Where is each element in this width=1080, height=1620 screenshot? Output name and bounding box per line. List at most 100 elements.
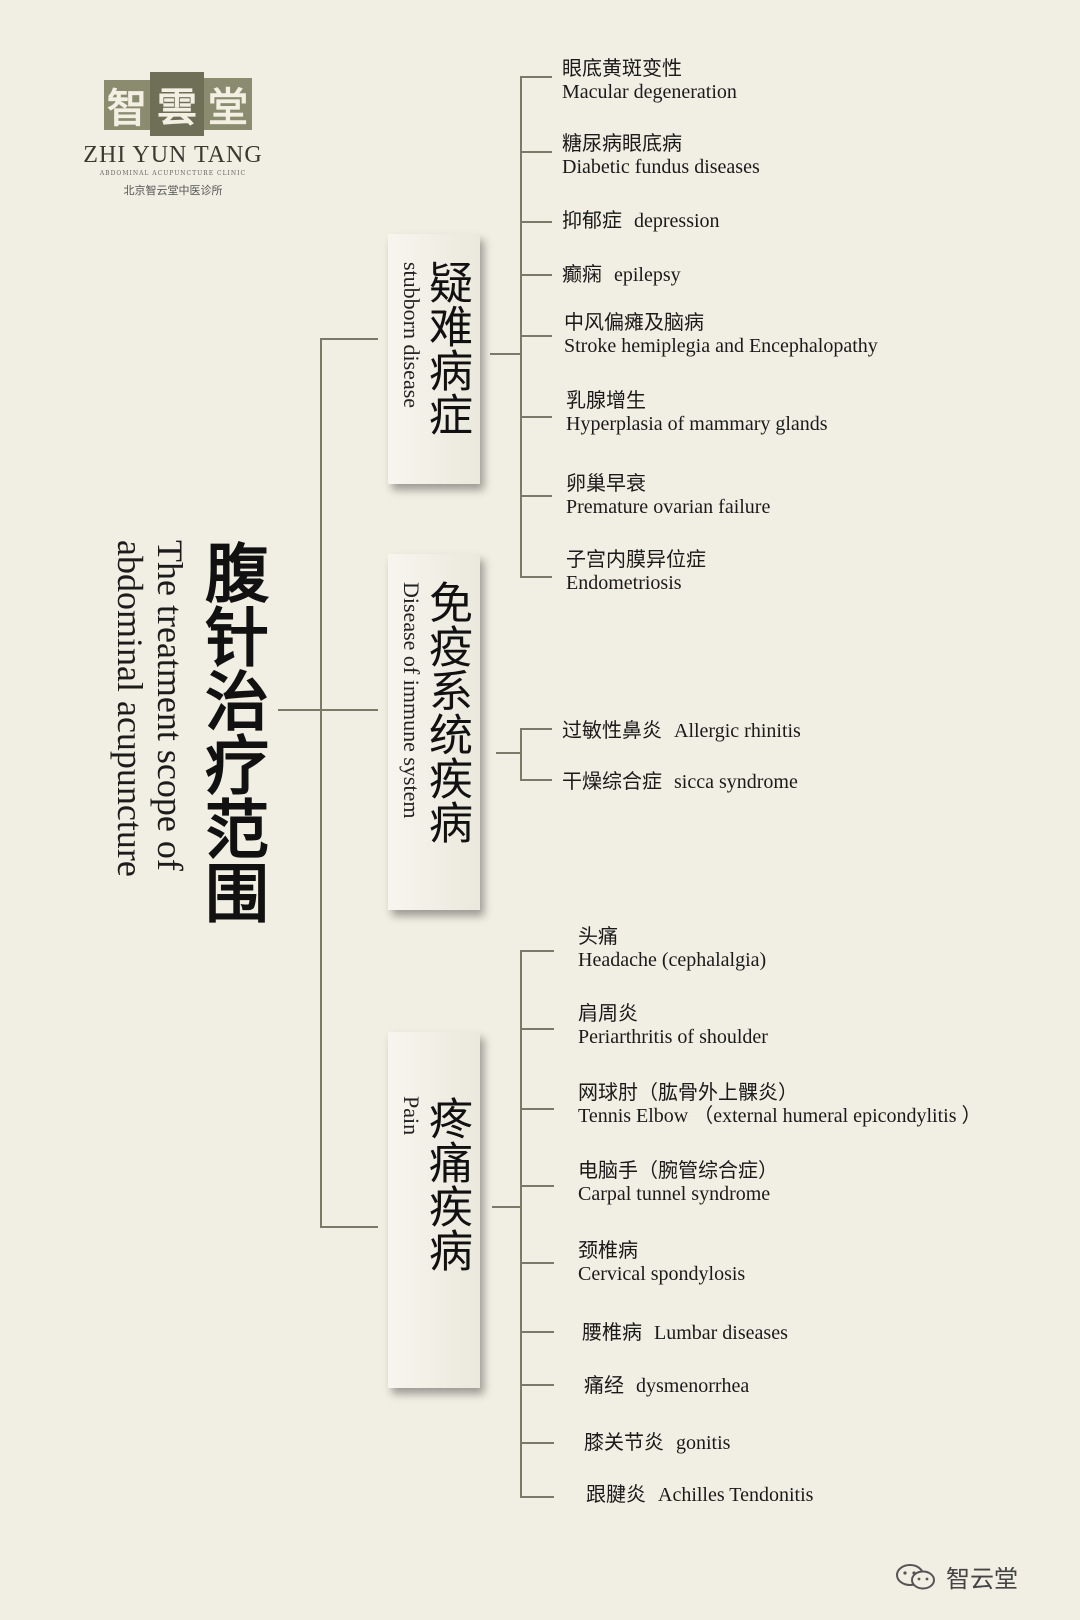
bracket-tick [520,576,552,578]
disease-en: Macular degeneration [562,81,737,103]
disease-cn: 中风偏瘫及脑病 [564,310,704,334]
disease-cn: 肩周炎 [578,1001,638,1025]
trunk-horizontal [278,709,320,711]
category-en: Pain [399,1096,424,1136]
bracket-stub-pain [492,1206,520,1208]
bracket-tick [520,1108,554,1110]
bracket-tick [520,76,552,78]
bracket-tick [520,1185,554,1187]
logo-char-3: 堂 [204,78,252,131]
bracket-tick [520,1384,554,1386]
disease-item: 电脑手（腕管综合症） Carpal tunnel syndrome [578,1158,778,1206]
disease-en: epilepsy [614,264,681,286]
disease-item: 干燥综合症 sicca syndrome [562,769,798,794]
category-card-pain: 疼痛疾病 Pain [388,1032,480,1388]
disease-cn: 抑郁症 [562,208,622,232]
disease-cn: 过敏性鼻炎 [562,718,662,742]
disease-item: 糖尿病眼底病 Diabetic fundus diseases [562,131,760,179]
logo-char-2: 雲 [150,72,204,136]
disease-en: gonitis [676,1432,731,1454]
bracket-tick [520,779,552,781]
bracket-tick [520,221,552,223]
disease-en: Diabetic fundus diseases [562,156,760,178]
bracket-vertical-immune [520,728,522,780]
disease-en: Periarthritis of shoulder [578,1026,768,1048]
trunk-to-pain [320,1226,378,1228]
logo-cn-name: 北京智云堂中医诊所 [123,184,223,197]
disease-cn: 头痛 [578,924,618,948]
disease-item: 网球肘（肱骨外上髁炎） Tennis Elbow （external humer… [578,1080,982,1128]
disease-item: 头痛 Headache (cephalalgia) [578,924,766,972]
disease-en: depression [634,210,720,232]
disease-en: Tennis Elbow （external humeral epicondyl… [578,1105,982,1127]
bracket-stub-stubborn [490,353,520,355]
bracket-tick [520,728,552,730]
bracket-tick [520,1262,554,1264]
main-title-en-line1: The treatment scope of [150,540,190,871]
trunk-vertical [320,338,322,1228]
bracket-tick [520,1331,554,1333]
disease-item: 子宫内膜异位症 Endometriosis [566,547,706,595]
bracket-tick [520,1496,554,1498]
category-cn: 疼痛疾病 [421,1096,472,1272]
trunk-to-stubborn [320,338,378,340]
category-cn: 免疫系统疾病 [421,580,472,844]
disease-cn: 卵巢早衰 [566,471,646,495]
disease-cn: 癫痫 [562,262,602,286]
category-cn: 疑难病症 [421,260,472,436]
disease-item: 肩周炎 Periarthritis of shoulder [578,1001,768,1049]
disease-en: Premature ovarian failure [566,496,771,518]
disease-cn: 电脑手（腕管综合症） [578,1158,778,1182]
main-title-cn: 腹针治疗范围 [194,540,269,924]
category-card-immune: 免疫系统疾病 Disease of immune system [388,554,480,910]
clinic-logo: 智 雲 堂 ZHI YUN TANG ABDOMINAL ACUPUNCTURE… [74,72,274,212]
wechat-icon [896,1563,935,1589]
disease-item: 中风偏瘫及脑病 Stroke hemiplegia and Encephalop… [564,310,878,358]
disease-cn: 眼底黄斑变性 [562,56,682,80]
disease-en: Achilles Tendonitis [658,1484,814,1506]
wechat-watermark: 智云堂 [894,1559,1018,1594]
bracket-tick [520,151,552,153]
bracket-tick [520,950,554,952]
disease-en: dysmenorrhea [636,1375,750,1397]
disease-cn: 乳腺增生 [566,388,646,412]
disease-cn: 网球肘（肱骨外上髁炎） [578,1080,798,1104]
disease-en: Endometriosis [566,572,682,594]
disease-en: Lumbar diseases [654,1322,788,1344]
disease-en: Hyperplasia of mammary glands [566,413,828,435]
disease-en: Carpal tunnel syndrome [578,1183,771,1205]
logo-char-1: 智 [104,80,150,132]
disease-item: 跟腱炎 Achilles Tendonitis [586,1482,813,1507]
disease-en: Cervical spondylosis [578,1263,746,1285]
disease-cn: 干燥综合症 [562,769,662,793]
category-en: Disease of immune system [399,582,424,819]
footer-label: 智云堂 [946,1565,1018,1593]
bracket-vertical-pain [520,950,522,1498]
disease-item: 眼底黄斑变性 Macular degeneration [562,56,737,104]
disease-en: Allergic rhinitis [674,720,801,742]
disease-cn: 子宫内膜异位症 [566,547,706,571]
disease-cn: 腰椎病 [582,1320,642,1344]
bracket-tick [520,1442,554,1444]
bracket-tick [520,335,552,337]
bracket-stub-immune [496,752,520,754]
bracket-tick [520,416,552,418]
bracket-tick [520,495,552,497]
disease-en: Stroke hemiplegia and Encephalopathy [564,335,878,357]
bracket-tick [520,1028,554,1030]
disease-cn: 糖尿病眼底病 [562,131,682,155]
disease-item: 卵巢早衰 Premature ovarian failure [566,471,770,519]
disease-en: sicca syndrome [674,771,798,793]
trunk-to-immune [320,709,378,711]
disease-item: 颈椎病 Cervical spondylosis [578,1238,745,1286]
disease-cn: 跟腱炎 [586,1482,646,1506]
disease-item: 抑郁症 depression [562,208,720,233]
bracket-tick [520,274,552,276]
disease-item: 腰椎病 Lumbar diseases [582,1320,788,1345]
category-card-stubborn: 疑难病症 stubborn disease [388,234,480,484]
disease-cn: 颈椎病 [578,1238,638,1262]
disease-item: 癫痫 epilepsy [562,262,681,287]
disease-item: 过敏性鼻炎 Allergic rhinitis [562,718,801,743]
